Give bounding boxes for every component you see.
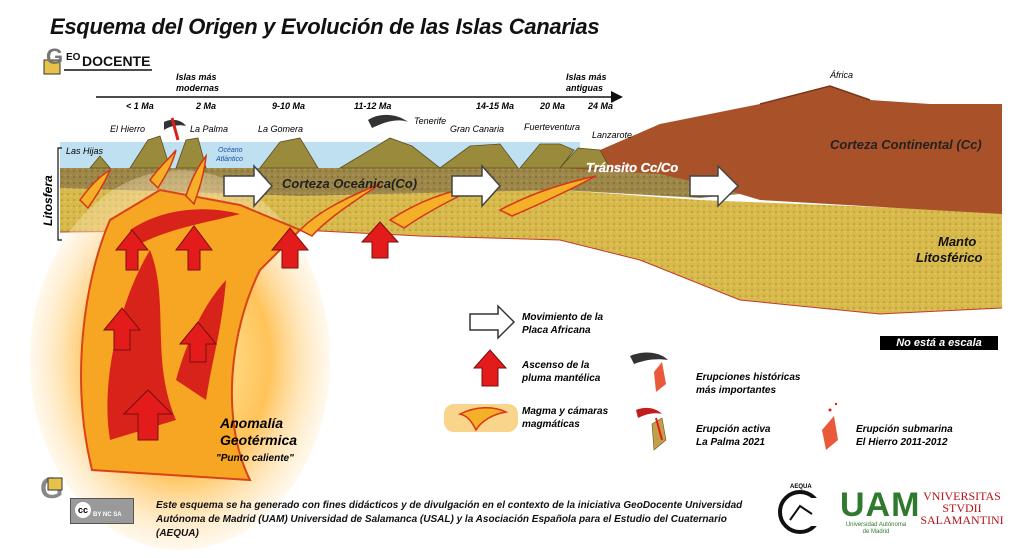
cc-license-badge[interactable]: cc BY NC SA: [70, 498, 134, 524]
legend-plate-arrow-icon: [469, 304, 516, 340]
islands: [89, 135, 611, 169]
anomaly-label-3: "Punto caliente": [216, 453, 294, 464]
uam-subtitle-1: Universidad Autónoma: [845, 522, 907, 528]
scale-note: No está a escala: [880, 336, 998, 350]
island-label: Tenerife: [414, 116, 446, 126]
legend-historic-2: más importantes: [696, 385, 776, 396]
timeline-left-label-2: modernas: [176, 83, 219, 93]
aequa-logo: AEQUA: [778, 484, 824, 534]
ocean-label-1: Océano: [218, 147, 243, 154]
plume-ascent-arrows: [102, 221, 400, 441]
legend: Movimiento de la Placa Africana Ascenso …: [444, 304, 953, 451]
footer-note: Este esquema se ha generado con fines di…: [156, 499, 756, 541]
geodocente-logo: G EO DOCENTE: [43, 46, 152, 75]
uam-logo: UAM: [840, 486, 921, 524]
africa-label: África: [829, 70, 853, 80]
usal-line-2: STVDII: [942, 501, 982, 515]
legend-active-eruption-icon: [636, 407, 667, 451]
legend-plume-2: pluma mantélica: [521, 373, 601, 384]
timeline-right-label-2: antiguas: [566, 83, 603, 93]
tick-label: 2 Ma: [195, 101, 216, 111]
island-label: La Gomera: [258, 124, 303, 134]
legend-magma-2: magmáticas: [522, 419, 580, 430]
tick-label: 20 Ma: [539, 101, 565, 111]
legend-active-2: La Palma 2021: [696, 437, 765, 448]
usal-line-3: SALAMANTINI: [920, 513, 1004, 527]
page-title: Esquema del Origen y Evolución de las Is…: [50, 14, 600, 39]
anomaly-label-2: Geotérmica: [220, 432, 297, 448]
mantle-label-1: Manto: [938, 234, 976, 249]
timeline: Islas más modernas Islas más antiguas < …: [96, 72, 623, 111]
legend-historic-eruption-icon: [630, 352, 668, 392]
mantle-label-2: Litosférico: [916, 250, 983, 265]
legend-magma-1: Magma y cámaras: [522, 406, 609, 417]
footer-line-1: Este esquema se ha generado con fines di…: [156, 500, 743, 511]
plate-movement-arrows: [223, 164, 740, 208]
island-label: El Hierro: [110, 124, 145, 134]
lithosphere-label: Litosfera: [41, 175, 55, 226]
cc-terms: BY NC SA: [93, 512, 122, 518]
usal-line-1: VNIVERSITAS: [923, 489, 1001, 503]
legend-plume-arrow-icon: [472, 349, 508, 387]
transition-label: Tránsito Cc/Co: [586, 160, 678, 175]
logo-eo: EO: [66, 52, 81, 63]
tick-label: 14-15 Ma: [476, 101, 514, 111]
legend-active-1: Erupción activa: [696, 424, 771, 435]
legend-plate-2: Placa Africana: [522, 325, 591, 336]
island-label: Las Hijas: [66, 146, 104, 156]
ocean-label-2: Atlántico: [215, 156, 243, 163]
legend-magma-icon: [457, 407, 509, 432]
legend-submarine-2: El Hierro 2011-2012: [856, 437, 948, 448]
island-label: Lanzarote: [592, 130, 632, 140]
logo-docente: DOCENTE: [82, 53, 150, 69]
legend-historic-1: Erupciones históricas: [696, 372, 801, 383]
timeline-left-label-1: Islas más: [176, 72, 217, 82]
anomaly-label-1: Anomalía: [219, 415, 283, 431]
uam-subtitle: Universidad Autónoma de Madrid: [836, 522, 916, 536]
geodocente-mark: G: [40, 472, 63, 505]
uam-subtitle-2: de Madrid: [862, 529, 890, 535]
legend-plume-1: Ascenso de la: [521, 360, 590, 371]
island-label: La Palma: [190, 124, 228, 134]
legend-submarine-1: Erupción submarina: [856, 424, 953, 435]
tick-label: 9-10 Ma: [272, 101, 305, 111]
legend-plate-1: Movimiento de la: [522, 312, 604, 323]
lithospheric-mantle: [60, 188, 1002, 314]
cc-icon: cc: [75, 502, 91, 518]
continental-crust: [560, 86, 1002, 214]
island-labels: Las Hijas El Hierro La Palma La Gomera T…: [66, 116, 632, 156]
footer-line-2: Autónoma de Madrid (UAM) Universidad de …: [156, 514, 727, 539]
eruption-plumes: [164, 114, 408, 141]
magma-chambers: [79, 149, 597, 237]
logo-g: G: [46, 46, 63, 69]
tick-label: 24 Ma: [587, 101, 613, 111]
legend-submarine-eruption-icon: [822, 402, 838, 450]
island-label: Fuerteventura: [524, 122, 580, 132]
tick-label: < 1 Ma: [126, 101, 154, 111]
usal-logo: VNIVERSITAS STVDII SALAMANTINI: [920, 490, 1004, 526]
oceanic-crust-label: Corteza Oceánica(Co): [282, 176, 417, 191]
aequa-text: AEQUA: [790, 484, 812, 490]
tick-label: 11-12 Ma: [354, 101, 391, 111]
island-label: Gran Canaria: [450, 124, 504, 134]
continental-crust-label: Corteza Continental (Cc): [830, 137, 982, 152]
timeline-right-label-1: Islas más: [566, 72, 607, 82]
